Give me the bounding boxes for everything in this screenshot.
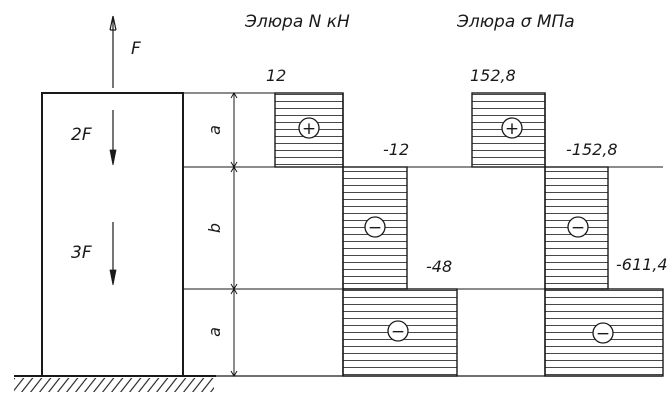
svg-text:−: − <box>571 218 585 238</box>
n-minus-sign-mid-icon: − <box>364 216 386 238</box>
sigma-value-bottom: -611,4 <box>616 255 668 274</box>
n-plus-sign-icon: + <box>298 117 320 139</box>
svg-text:+: + <box>505 119 519 139</box>
column-outline <box>41 92 184 377</box>
load-arrow-3f-icon <box>109 222 117 286</box>
sigma-value-mid: -152,8 <box>566 140 618 159</box>
n-value-top: 12 <box>266 66 286 85</box>
n-value-mid: -12 <box>383 140 409 159</box>
n-value-bottom: -48 <box>426 257 452 276</box>
sigma-diagram-title: Элюра σ МПа <box>456 12 575 32</box>
load-arrow-f-icon <box>109 15 117 88</box>
svg-text:−: − <box>368 218 382 238</box>
load-label-top: F <box>131 39 141 59</box>
dimension-line <box>230 92 238 377</box>
n-diagram-title: Элюра N кН <box>244 12 350 32</box>
svg-text:+: + <box>302 119 316 139</box>
load-label-mid: 2F <box>71 125 92 145</box>
ground-hatching <box>14 378 214 392</box>
load-arrow-2f-icon <box>109 110 117 166</box>
sigma-minus-sign-bottom-icon: − <box>592 322 614 344</box>
dimension-label-top: a <box>205 125 224 135</box>
dimension-label-mid: b <box>205 223 224 233</box>
svg-text:−: − <box>596 324 610 344</box>
svg-text:−: − <box>391 322 405 342</box>
n-minus-sign-bottom-icon: − <box>387 320 409 342</box>
sigma-minus-sign-mid-icon: − <box>567 216 589 238</box>
load-label-bottom: 3F <box>71 243 92 263</box>
dimension-label-bottom: a <box>205 327 224 337</box>
sigma-value-top: 152,8 <box>470 66 516 85</box>
sigma-plus-sign-icon: + <box>501 117 523 139</box>
